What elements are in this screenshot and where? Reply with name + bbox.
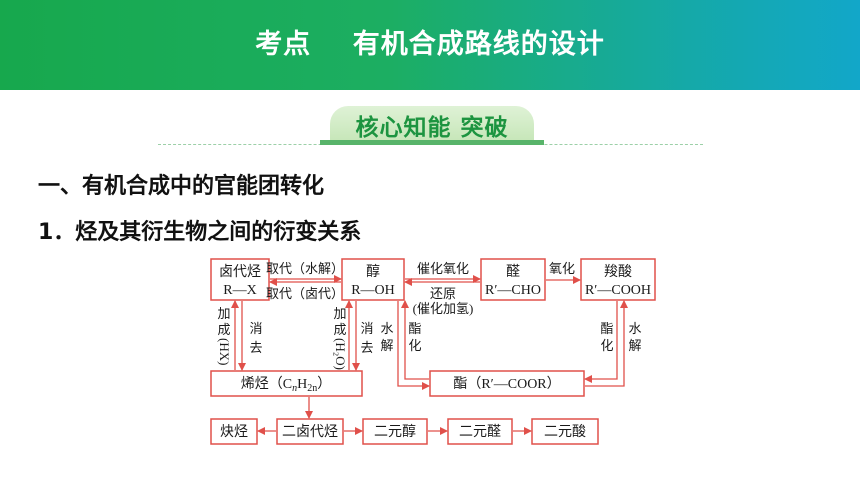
title-banner: 考点 有机合成路线的设计 — [0, 0, 860, 90]
svg-text:酯: 酯 — [600, 321, 613, 336]
svg-text:消: 消 — [360, 321, 373, 336]
svg-text:成: 成 — [333, 322, 346, 337]
arrow-ester-to-alcohol — [401, 300, 429, 380]
section-title: 核心知能 突破 — [355, 115, 509, 141]
arrow-alcohol-to-ester — [397, 301, 430, 390]
alkyne-label: 炔烃 — [220, 424, 248, 440]
svg-text:成: 成 — [217, 322, 230, 337]
svg-text:去: 去 — [249, 340, 262, 355]
diacid-label: 二元酸 — [544, 424, 586, 440]
svg-text:去: 去 — [360, 340, 373, 355]
box-alkyne — [210, 418, 258, 445]
label-add-h2o: (H₂O) — [333, 338, 348, 370]
svg-text:化: 化 — [600, 338, 613, 353]
aldehyde-formula: R′—CHO — [485, 283, 541, 298]
box-diacid — [531, 418, 599, 445]
svg-text:化: 化 — [408, 338, 421, 353]
box-diol — [362, 418, 428, 445]
box-alkene — [210, 370, 363, 397]
label-catalytic-hydrogenation: (催化加氢) — [413, 301, 474, 316]
box-carboxylic-acid — [580, 258, 656, 301]
dialdehyde-label: 二元醛 — [459, 424, 501, 440]
svg-text:解: 解 — [380, 338, 393, 353]
dihalide-label: 二卤代烃 — [282, 424, 338, 440]
alkene-label: 烯烃（CnH2n） — [241, 376, 331, 394]
svg-text:解: 解 — [628, 338, 641, 353]
section-tab — [330, 106, 534, 142]
halide-name: 卤代烃 — [219, 264, 261, 280]
halide-formula: R—X — [223, 283, 256, 298]
label-catalytic-oxidation: 催化氧化 — [417, 261, 469, 276]
label-add-hx: (HX) — [217, 338, 232, 365]
label-oxidation: 氧化 — [549, 261, 575, 276]
svg-text:加: 加 — [333, 306, 346, 321]
box-halide — [210, 258, 270, 301]
box-aldehyde — [480, 258, 546, 301]
alcohol-formula: R—OH — [351, 283, 395, 298]
acid-formula: R′—COOH — [585, 283, 651, 298]
heading-derivation-relations: 1．烃及其衍生物之间的衍变关系 — [38, 220, 362, 245]
page-title: 考点 有机合成路线的设计 — [255, 29, 605, 60]
label-substitution-hydrolysis: 取代（水解） — [266, 261, 344, 276]
aldehyde-name: 醛 — [506, 264, 520, 280]
box-dialdehyde — [447, 418, 513, 445]
diol-label: 二元醇 — [374, 423, 416, 440]
section-tab-underline — [320, 140, 544, 145]
alcohol-name: 醇 — [366, 263, 380, 280]
heading-functional-group-conversion: 一、有机合成中的官能团转化 — [38, 174, 325, 199]
box-dihalide — [276, 418, 344, 445]
svg-text:酯: 酯 — [408, 321, 421, 336]
acid-name: 羧酸 — [604, 264, 632, 280]
label-reduction: 还原 — [430, 286, 456, 301]
svg-text:水: 水 — [380, 321, 393, 336]
label-substitution-halogenation: 取代（卤代） — [266, 286, 344, 301]
svg-text:消: 消 — [249, 321, 262, 336]
box-ester — [429, 370, 585, 397]
ester-label: 酯（R′—COOR） — [453, 376, 560, 392]
box-alcohol — [341, 258, 405, 301]
svg-text:加: 加 — [217, 306, 230, 321]
svg-text:水: 水 — [628, 321, 641, 336]
arrow-ester-to-acid — [585, 300, 628, 387]
arrow-acid-to-ester — [584, 301, 618, 383]
